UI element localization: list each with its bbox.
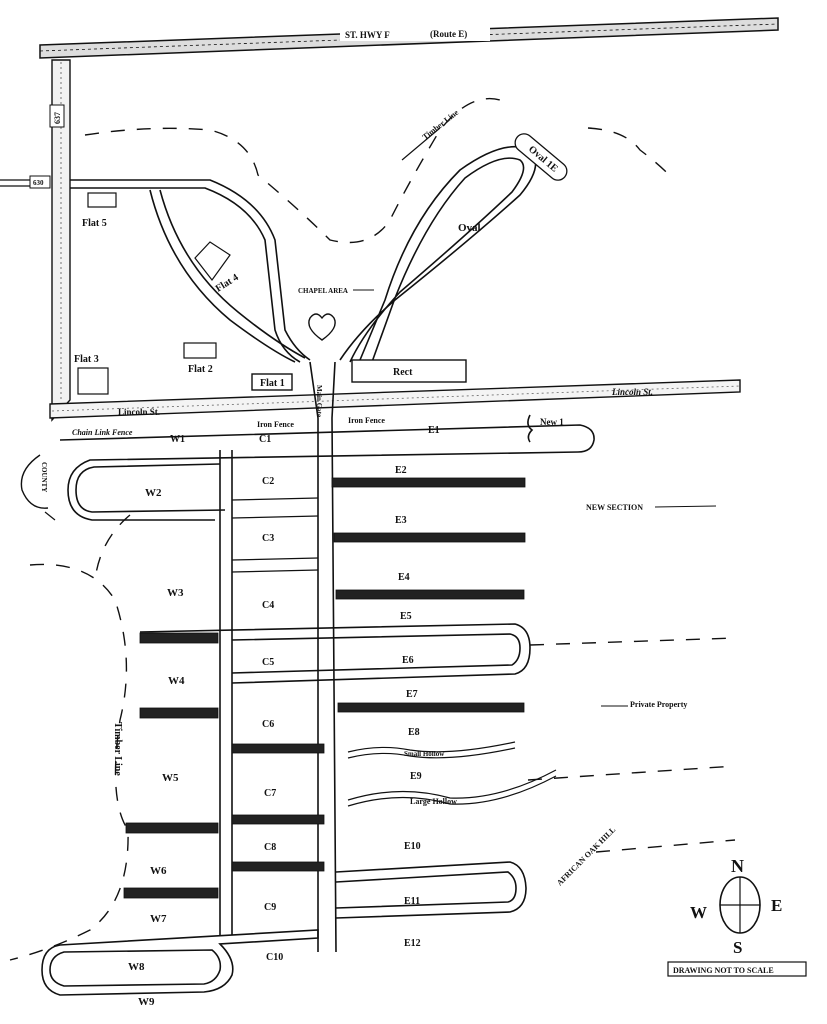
- hatch-c8: [231, 814, 325, 825]
- state-highway: ST. HWY F (Route E): [39, 17, 779, 59]
- hatch-e4: [335, 589, 525, 600]
- timber-line-west-label: Timber Line: [112, 722, 123, 776]
- section-w3: W3: [167, 587, 184, 599]
- private-property-label: Private Property: [630, 700, 687, 709]
- section-e10: E10: [404, 841, 421, 852]
- section-w6: W6: [150, 865, 167, 877]
- hatch-c7: [231, 743, 325, 754]
- compass-east: E: [771, 896, 782, 915]
- large-hollow-label: Large Hollow: [410, 797, 457, 806]
- hatch-e7: [337, 702, 525, 713]
- chapel-area-label: CHAPEL AREA: [298, 287, 348, 295]
- svg-text:Flat 1: Flat 1: [260, 378, 285, 389]
- east-loop-top: [59, 414, 595, 521]
- road-630: 630: [0, 175, 51, 189]
- section-e6: E6: [402, 655, 414, 666]
- section-e4: E4: [398, 572, 410, 583]
- section-e7: E7: [406, 689, 418, 700]
- hatch-w5: [139, 707, 219, 719]
- road-637-label: 637: [53, 112, 62, 124]
- highway-route: (Route E): [430, 29, 467, 39]
- lincoln-street: Lincoln St. Lincoln St.: [49, 379, 741, 419]
- compass-west: W: [690, 903, 707, 922]
- main-gate-label: Main Gate: [315, 385, 323, 417]
- section-w2: W2: [145, 487, 162, 499]
- small-hollow-label: Small Hollow: [404, 750, 445, 758]
- svg-text:Flat 4: Flat 4: [214, 272, 241, 294]
- compass-rose-icon: N E S W: [690, 856, 782, 957]
- section-e11: E11: [404, 896, 420, 907]
- compass-north: N: [731, 856, 744, 876]
- county-road: COUNTY: [20, 454, 56, 521]
- svg-text:Flat 3: Flat 3: [74, 354, 99, 365]
- svg-text:Rect: Rect: [393, 367, 413, 378]
- section-new1: New 1: [540, 417, 564, 427]
- section-w9: W9: [138, 996, 155, 1008]
- section-c6: C6: [262, 719, 274, 730]
- section-w7: W7: [150, 913, 167, 925]
- road-630-label: 630: [33, 179, 44, 187]
- flat-2: Flat 2: [183, 342, 217, 375]
- flat-4: Flat 4: [194, 241, 241, 295]
- flat-1: Flat 1: [251, 373, 293, 391]
- section-e8: E8: [408, 727, 420, 738]
- compass-south: S: [733, 938, 742, 957]
- hatch-e3: [333, 532, 526, 543]
- section-e9: E9: [410, 771, 422, 782]
- section-e1: E1: [428, 425, 440, 436]
- section-c9: C9: [264, 902, 276, 913]
- hatch-c9: [231, 861, 325, 872]
- hatch-w4: [139, 632, 219, 644]
- section-w4: W4: [168, 675, 185, 687]
- lincoln-label-west: Lincoln St.: [118, 407, 160, 417]
- iron-fence-label-1: Iron Fence: [257, 420, 294, 429]
- rect-section: Rect: [351, 359, 467, 383]
- hatch-e2: [331, 477, 526, 488]
- section-e2: E2: [395, 465, 407, 476]
- section-c7: C7: [264, 788, 276, 799]
- highway-name: ST. HWY F: [345, 30, 390, 40]
- svg-text:DRAWING NOT TO SCALE: DRAWING NOT TO SCALE: [673, 966, 774, 975]
- road-637: 637: [49, 59, 71, 422]
- section-c5: C5: [262, 657, 274, 668]
- section-w1: W1: [170, 434, 185, 445]
- section-w8: W8: [128, 961, 145, 973]
- timber-line-north-label: Timber Line: [421, 108, 461, 142]
- section-e5: E5: [400, 611, 412, 622]
- oval-label: Oval: [458, 222, 481, 234]
- internal-roads: [70, 146, 537, 953]
- svg-text:Flat 5: Flat 5: [82, 218, 107, 229]
- hatch-w6: [125, 822, 219, 834]
- hatch-w7: [123, 887, 219, 899]
- section-c8: C8: [264, 842, 276, 853]
- section-e3: E3: [395, 515, 407, 526]
- scale-note: DRAWING NOT TO SCALE: [667, 961, 807, 977]
- oval-1e: Oval 1E: [514, 133, 568, 181]
- section-c3: C3: [262, 533, 274, 544]
- african-oak-hill-label: AFRICAN OAK HILL: [555, 825, 617, 887]
- flat-5: Flat 5: [82, 192, 117, 229]
- section-w5: W5: [162, 772, 179, 784]
- section-c10: C10: [266, 952, 283, 963]
- chain-link-fence-label: Chain Link Fence: [72, 428, 133, 437]
- section-c2: C2: [262, 476, 274, 487]
- flat-3: Flat 3: [74, 354, 109, 395]
- iron-fence-label-2: Iron Fence: [348, 416, 385, 425]
- svg-text:Flat 2: Flat 2: [188, 364, 213, 375]
- section-c1: C1: [259, 434, 271, 445]
- chapel-heart-icon: [308, 313, 336, 341]
- section-c4: C4: [262, 600, 274, 611]
- lincoln-label-east: Lincoln St.: [611, 387, 653, 397]
- svg-text:COUNTY: COUNTY: [40, 462, 48, 492]
- new-section-label: NEW SECTION: [586, 503, 643, 512]
- section-e12: E12: [404, 938, 421, 949]
